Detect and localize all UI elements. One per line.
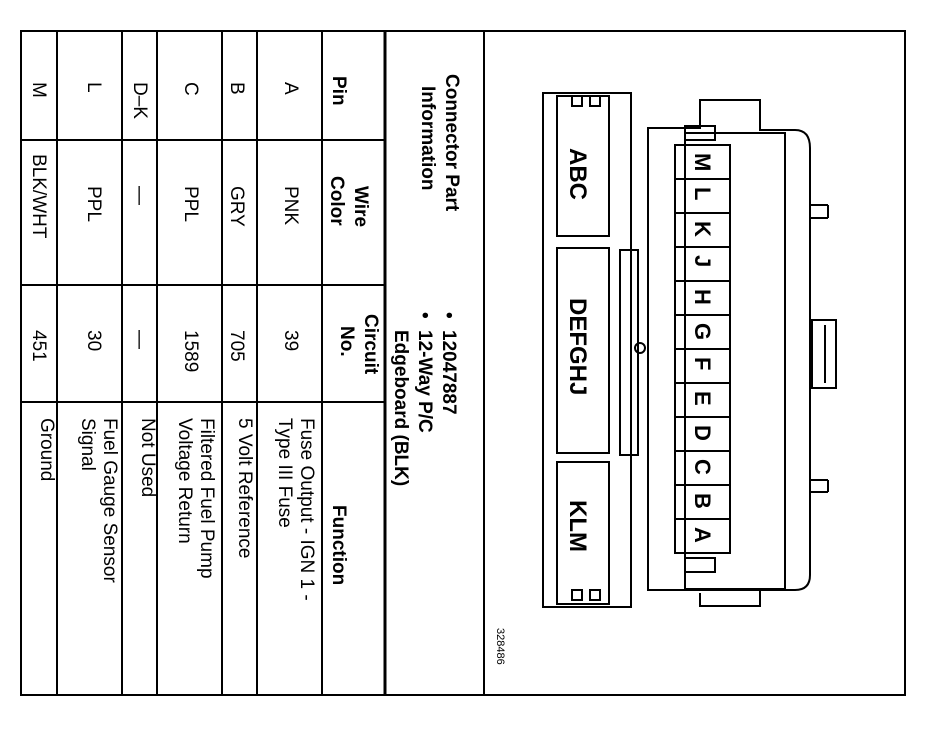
row-pin: A [280, 82, 301, 95]
circuit-header-line2: No. [336, 326, 357, 357]
row-function-line: Voltage Return [174, 418, 195, 544]
group-box-defghj [556, 247, 610, 454]
row-circuit: 30 [83, 330, 104, 351]
group-label-defghj: DEFGHJ [564, 298, 591, 395]
row-function-line: Not Used [137, 418, 158, 497]
connector-part-header-line1: Connector Part [441, 74, 462, 212]
row-pin: M [28, 82, 49, 98]
part-number: 12047887 [438, 330, 459, 415]
group-labels: ABC DEFGHJ KLM [564, 148, 591, 552]
row-pin: B [226, 82, 247, 95]
pin-letter: A [690, 527, 715, 543]
row-circuit: — [129, 330, 150, 349]
circuit-header-line1: Circuit [360, 314, 381, 375]
table-grid [21, 31, 485, 695]
group-box-klm [556, 461, 610, 605]
row-circuit: 39 [280, 330, 301, 351]
pin-cells: M L K J H G F E D C B A [674, 144, 731, 554]
row-function-line: 5 Volt Reference [234, 418, 255, 558]
group-label-klm: KLM [564, 500, 591, 552]
pin-letter: L [690, 187, 715, 200]
pin-letter: G [690, 323, 715, 340]
info-bullet-2: • [414, 312, 435, 319]
pin-letter: F [690, 357, 715, 370]
wire-color-header-line1: Wire [350, 186, 371, 227]
row-function-line: Fuse Output - IGN 1 - [296, 418, 317, 601]
connector-description-line1: 12-Way P/C [414, 330, 435, 433]
row-function-line: Signal [77, 418, 98, 471]
info-bullet-1: • [438, 312, 459, 319]
row-circuit: 451 [28, 330, 49, 362]
row-wire-color: PPL [83, 186, 104, 222]
figure-id: 328486 [494, 628, 506, 665]
connector-part-header: Connector Part Information [417, 74, 462, 212]
connector-part-header-line2: Information [417, 86, 438, 191]
row-pin: D–K [129, 82, 150, 119]
row-circuit: 705 [226, 330, 247, 362]
outer-border [20, 30, 906, 696]
row-pin: C [180, 82, 201, 96]
function-header: Function [328, 505, 349, 585]
connector-description-line2: Edgeboard (BLK) [390, 330, 411, 486]
wire-color-header-line2: Color [326, 176, 347, 226]
group-label-abc: ABC [564, 148, 591, 200]
pin-header: Pin [328, 76, 349, 106]
mating-face [647, 99, 811, 591]
column-headers: Pin Wire Color Circuit No. Function [326, 76, 381, 585]
connector-shell [542, 92, 632, 608]
row-function-line: Ground [36, 418, 57, 481]
connector-info: • 12047887 • 12-Way P/C Edgeboard (BLK) [390, 312, 459, 486]
row-wire-color: GRY [226, 186, 247, 227]
pin-letter: C [690, 459, 715, 475]
row-wire-color: BLK/WHT [28, 154, 49, 239]
row-function-line: Fuel Gauge Sensor [99, 418, 120, 583]
row-wire-color: — [129, 186, 150, 205]
pin-letter: E [690, 391, 715, 406]
pin-letter: K [690, 221, 715, 237]
row-circuit: 1589 [180, 330, 201, 372]
pin-letter: H [690, 289, 715, 305]
row-function-line: Filtered Fuel Pump [196, 418, 217, 579]
pin-letter: B [690, 493, 715, 509]
pin-letter: M [690, 153, 715, 171]
pin-cell [674, 518, 731, 554]
row-function-line: Type III Fuse [274, 418, 295, 528]
pin-letter: J [690, 255, 715, 267]
row-wire-color: PNK [280, 186, 301, 225]
row-pin: L [83, 82, 104, 93]
row-wire-color: PPL [180, 186, 201, 222]
pin-letter: D [690, 425, 715, 441]
